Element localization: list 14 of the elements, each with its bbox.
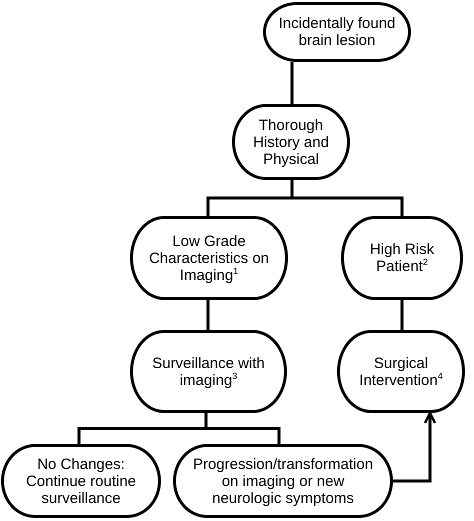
- connector-line: [400, 300, 404, 330]
- connector-line: [206, 300, 210, 330]
- box-label: Thorough History and Physical: [252, 116, 330, 168]
- box-label: Surgical Intervention$^{4}$: [358, 354, 444, 388]
- box-label: No Changes: Continue routine surveillance: [24, 456, 138, 506]
- connector-line: [290, 180, 404, 216]
- box-label: Progression/transformation on imaging or new neurologic symptoms: [192, 456, 374, 506]
- box-label: High Risk Patient$^{2}$: [368, 241, 436, 275]
- connector-line: [204, 413, 280, 444]
- connector-line: [290, 62, 294, 104]
- arrow: [393, 412, 436, 482]
- box-label: Surveillance with imaging$^{3}$: [151, 354, 266, 388]
- box-label: Low Grade Characteristics on Imaging$^{1}$: [148, 232, 270, 284]
- box-label: Incidentally found brain lesion: [278, 15, 396, 49]
